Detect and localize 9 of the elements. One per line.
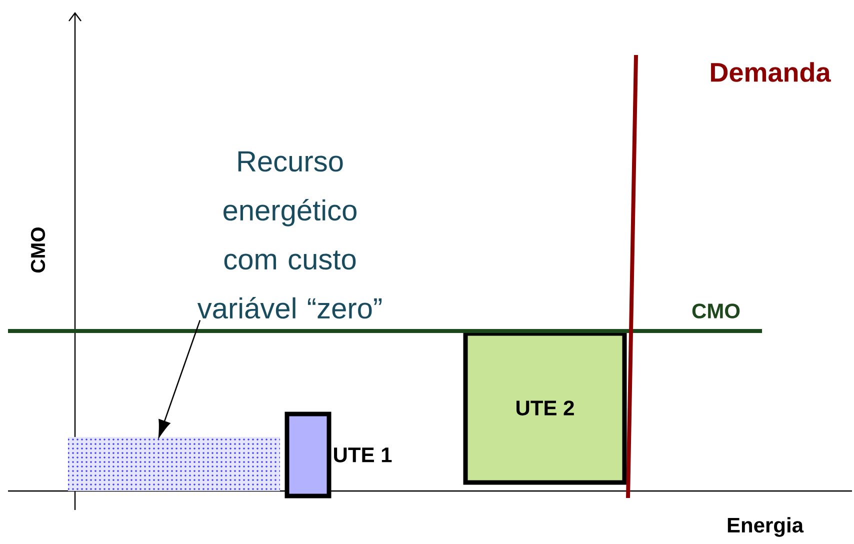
axis-label: Energia [728, 517, 804, 537]
axis-label: CMO [30, 228, 46, 273]
node-label: UTE 1 [334, 448, 392, 462]
plant-box: UTE 2 [463, 331, 627, 485]
line-label: CMO [692, 304, 740, 318]
plant-box: UTE 1 [284, 412, 392, 498]
arrow [158, 320, 201, 438]
annotation-text: Recurso energético com custo variável “zero” [197, 151, 382, 319]
curve-label: Demanda [711, 62, 831, 82]
